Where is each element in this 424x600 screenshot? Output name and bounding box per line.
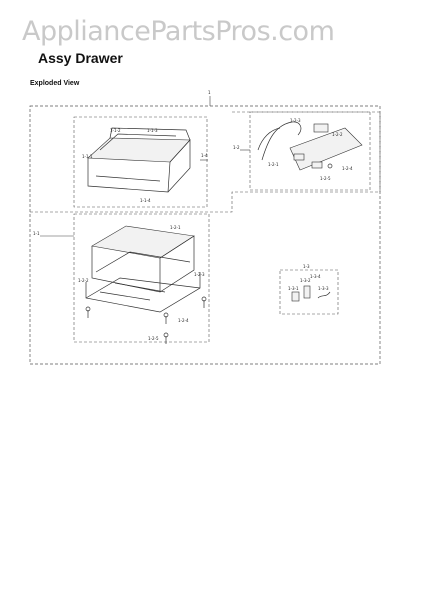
assy-1-3-label: 1-3 xyxy=(303,264,310,269)
switch-a-label: 1-2-4 xyxy=(342,166,353,171)
watermark: AppliancePartsPros.com xyxy=(22,16,335,47)
frame-base-label: 1-2-3 xyxy=(194,272,205,277)
outer-assembly-boundary xyxy=(29,105,381,365)
switch-b-label: 1-2-5 xyxy=(320,176,331,181)
frame-box xyxy=(73,213,210,343)
top-callout-label: 1 xyxy=(208,90,211,95)
harness-label: 1-2-3 xyxy=(290,118,301,123)
lamp-box xyxy=(279,269,339,315)
lamp-socket-label: 1-3-2 xyxy=(300,278,311,283)
page-subtitle: Exploded View xyxy=(30,80,80,87)
drawer-d-label: 1-1-4 xyxy=(140,198,151,203)
lamp-illustration xyxy=(291,285,331,302)
lamp-wire-label: 1-3-3 xyxy=(318,286,329,291)
screw-b-label: 1-2-5 xyxy=(148,336,159,341)
page-title: Assy Drawer xyxy=(38,50,123,66)
frame-top-label: 1-2-1 xyxy=(170,225,181,230)
wiring-illustration xyxy=(257,121,363,171)
drawer-illustration xyxy=(87,127,191,193)
wiring-box xyxy=(249,111,371,191)
front-panel-label: 1-4 xyxy=(201,153,208,158)
drawer-b-label: 1-1-3 xyxy=(147,128,158,133)
drawer-a-label: 1-1-2 xyxy=(110,128,121,133)
lamp-holder-label: 1-3-4 xyxy=(310,274,321,279)
bracket-label: 1-2-2 xyxy=(332,132,343,137)
pcb-label: 1-2-1 xyxy=(268,162,279,167)
screw-a-label: 1-2-4 xyxy=(178,318,189,323)
frame-illustration xyxy=(85,225,207,344)
drawer-c-label: 1-1-1 xyxy=(82,154,93,159)
drawer-box xyxy=(73,116,208,208)
lamp-label: 1-3-1 xyxy=(288,286,299,291)
assy-1-1-label: 1-1 xyxy=(33,231,40,236)
frame-side-label: 1-2-2 xyxy=(78,278,89,283)
wiring-region-boundary xyxy=(30,111,381,213)
assy-1-2-label: 1-2 xyxy=(233,145,240,150)
